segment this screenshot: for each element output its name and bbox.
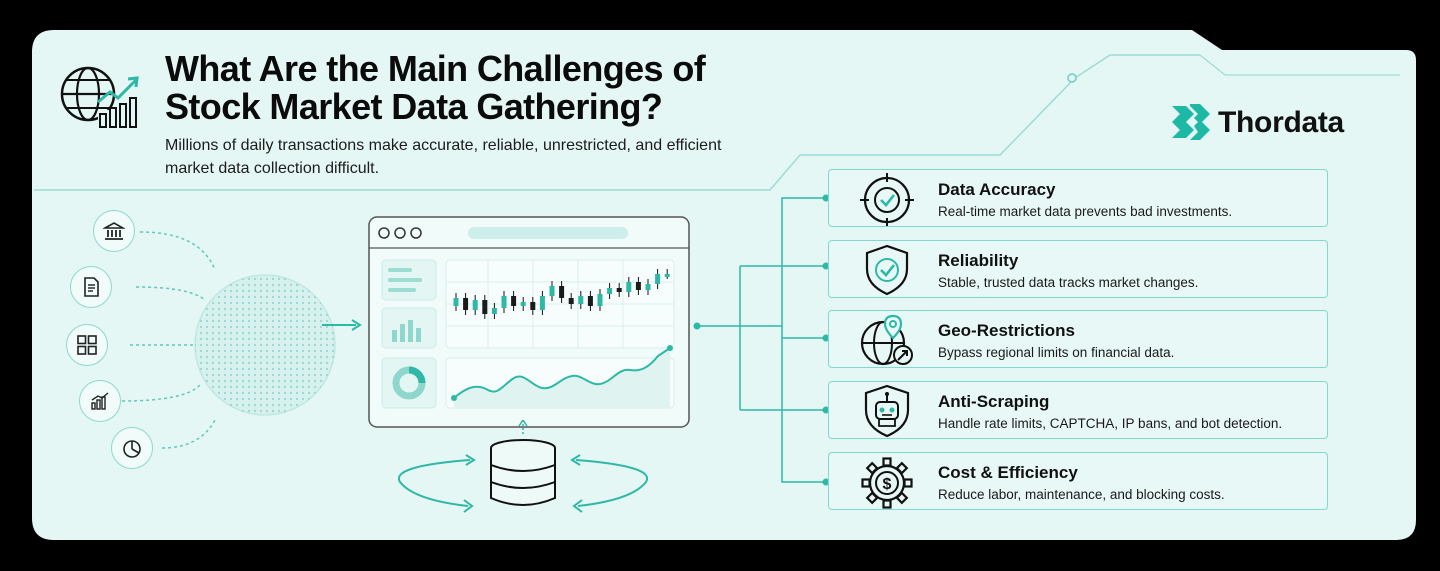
gear-tooth xyxy=(865,461,879,475)
candle-body xyxy=(453,298,459,306)
gear-tooth xyxy=(861,478,871,488)
candle-body xyxy=(530,302,536,310)
gear-tooth xyxy=(865,491,879,505)
page-title: What Are the Main Challenges of Stock Ma… xyxy=(165,50,805,126)
challenge-title: Data Accuracy xyxy=(938,180,1056,199)
shield-check-icon xyxy=(865,244,909,296)
challenge-description: Bypass regional limits on financial data… xyxy=(938,345,1175,360)
bar-chart-icon xyxy=(79,380,121,422)
candle-body xyxy=(520,302,526,306)
shield-robot-icon xyxy=(864,384,910,438)
candle-body xyxy=(568,298,574,304)
candle-body xyxy=(597,294,603,306)
thordata-logo-icon xyxy=(1172,104,1210,140)
brand-name: Thordata xyxy=(1218,106,1344,139)
subtitle-line-1: Millions of daily transactions make accu… xyxy=(165,137,722,154)
title-line-1: What Are the Main Challenges of xyxy=(165,48,706,89)
candle-body xyxy=(482,300,488,314)
candle-body xyxy=(587,296,593,306)
database-sync-icon xyxy=(397,420,649,513)
candle-body xyxy=(626,282,632,292)
candle-body xyxy=(539,296,545,310)
challenge-card-reliability: Reliability Stable, trusted data tracks … xyxy=(828,240,1328,298)
challenge-title: Anti-Scraping xyxy=(938,392,1050,411)
gear-tooth xyxy=(903,478,913,488)
challenge-card-data-accuracy: Data Accuracy Real-time market data prev… xyxy=(828,169,1328,227)
candle-body xyxy=(463,298,469,310)
gear-tooth xyxy=(895,491,909,505)
candle-body xyxy=(501,296,507,308)
challenge-card-geo-restrictions: Geo-Restrictions Bypass regional limits … xyxy=(828,310,1328,368)
gear-dollar-icon: $ xyxy=(861,457,913,509)
challenge-description: Stable, trusted data tracks market chang… xyxy=(938,275,1199,290)
globe-growth-chart-icon xyxy=(60,66,140,128)
candle-body xyxy=(616,288,622,292)
challenge-title: Cost & Efficiency xyxy=(938,463,1078,482)
challenge-card-cost-efficiency: $ Cost & Efficiency Reduce labor, mainte… xyxy=(828,452,1328,510)
pie-chart-icon xyxy=(111,427,153,469)
gear-tooth xyxy=(882,499,892,509)
candle-body xyxy=(664,274,670,277)
globe-icon xyxy=(194,274,336,416)
candle-body xyxy=(549,286,555,296)
grid-apps-icon xyxy=(66,324,108,366)
dashboard-window-icon xyxy=(368,216,690,428)
challenge-title: Geo-Restrictions xyxy=(938,321,1075,340)
candle-body xyxy=(655,274,661,284)
subtitle-line-2: market data collection difficult. xyxy=(165,160,380,177)
bank-icon xyxy=(93,210,135,252)
svg-text:$: $ xyxy=(883,476,892,493)
candle-body xyxy=(645,284,651,290)
gear-tooth xyxy=(895,461,909,475)
document-icon xyxy=(70,266,112,308)
candle-body xyxy=(578,296,584,304)
candle-body xyxy=(511,296,517,306)
challenge-card-anti-scraping: Anti-Scraping Handle rate limits, CAPTCH… xyxy=(828,381,1328,439)
candle-body xyxy=(472,300,478,310)
globe-location-icon xyxy=(860,314,913,366)
candle-body xyxy=(607,288,613,294)
title-line-2: Stock Market Data Gathering? xyxy=(165,86,663,127)
page-subtitle: Millions of daily transactions make accu… xyxy=(165,134,785,180)
challenge-description: Real-time market data prevents bad inves… xyxy=(938,204,1233,219)
candle-body xyxy=(491,308,497,314)
target-check-icon xyxy=(860,173,914,226)
challenge-description: Reduce labor, maintenance, and blocking … xyxy=(938,487,1225,502)
challenge-title: Reliability xyxy=(938,251,1019,270)
candle-body xyxy=(635,282,641,290)
gear-tooth xyxy=(882,457,892,467)
challenge-description: Handle rate limits, CAPTCHA, IP bans, an… xyxy=(938,416,1283,431)
candle-body xyxy=(559,286,565,298)
